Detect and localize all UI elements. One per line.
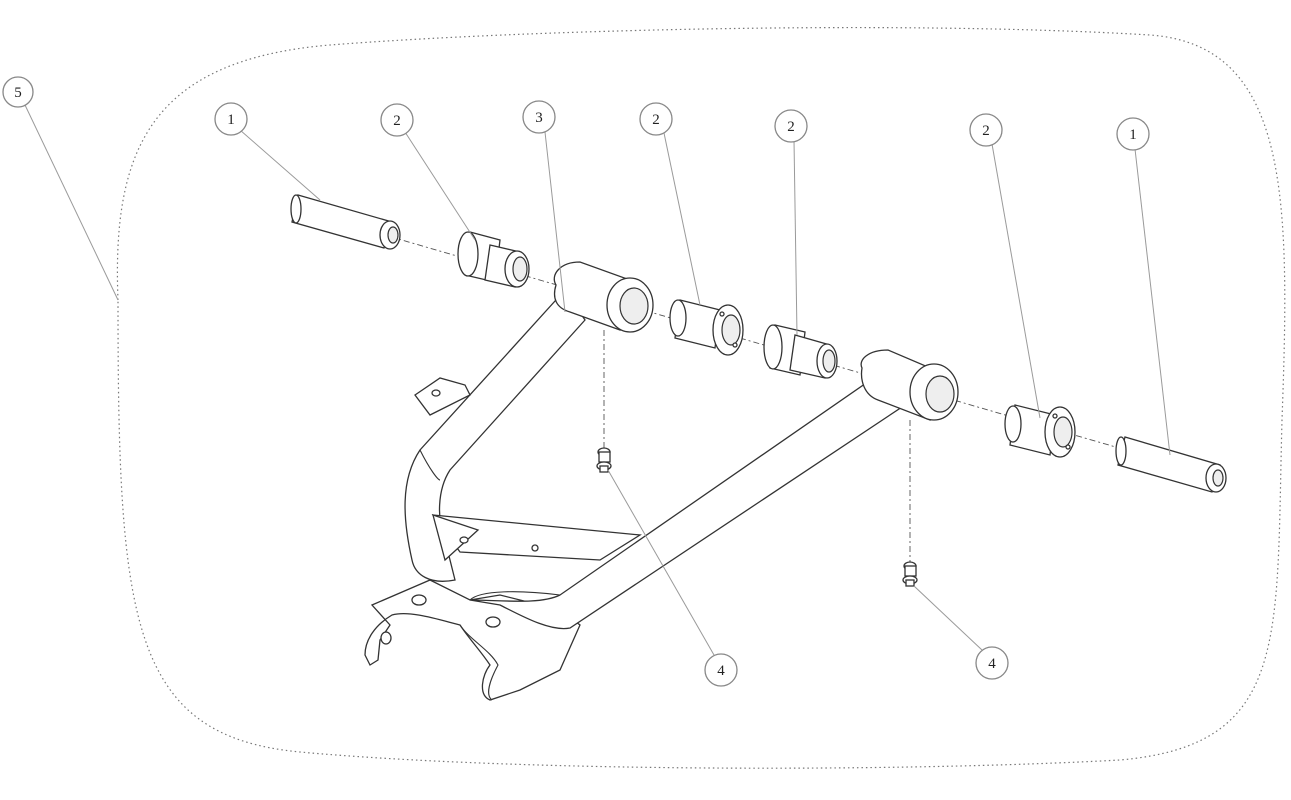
leader-2c	[793, 139, 798, 336]
bushing-1	[457, 231, 530, 288]
leader-1a	[239, 129, 321, 201]
svg-text:5: 5	[14, 85, 22, 101]
callout-2-second: 2	[639, 102, 673, 136]
grease-fitting-right	[902, 561, 918, 587]
callout-1-right: 1	[1116, 117, 1150, 151]
pin-left	[290, 194, 401, 250]
svg-text:4: 4	[988, 656, 996, 672]
callout-2-first: 2	[380, 103, 414, 137]
callout-2-fourth: 2	[969, 113, 1003, 147]
leader-5	[24, 104, 119, 301]
callout-4-right: 4	[975, 646, 1009, 680]
bushing-2	[669, 299, 744, 356]
svg-text:2: 2	[787, 119, 795, 135]
leader-2a	[404, 131, 476, 241]
callout-1-left: 1	[214, 102, 248, 136]
svg-text:1: 1	[227, 112, 235, 128]
svg-text:3: 3	[535, 110, 543, 126]
leader-1b	[1134, 148, 1171, 456]
bushing-3	[763, 324, 838, 379]
a-arm-frame	[364, 261, 959, 701]
callout-5: 5	[2, 76, 34, 108]
leader-3	[544, 131, 566, 313]
svg-text:1: 1	[1129, 127, 1137, 143]
grease-fitting-left	[596, 447, 612, 473]
callout-4-left: 4	[704, 653, 738, 687]
svg-text:2: 2	[982, 123, 990, 139]
leader-4a	[607, 469, 715, 656]
leader-2b	[663, 132, 701, 306]
pin-right	[1115, 436, 1227, 493]
svg-text:2: 2	[652, 112, 660, 128]
svg-text:4: 4	[717, 663, 725, 679]
svg-text:2: 2	[393, 113, 401, 129]
callout-3: 3	[522, 100, 556, 134]
leader-2d	[991, 143, 1041, 419]
assembly-boundary	[116, 26, 1286, 769]
bushing-4	[1004, 404, 1076, 458]
callout-2-third: 2	[774, 109, 808, 143]
leader-4b	[913, 585, 983, 651]
